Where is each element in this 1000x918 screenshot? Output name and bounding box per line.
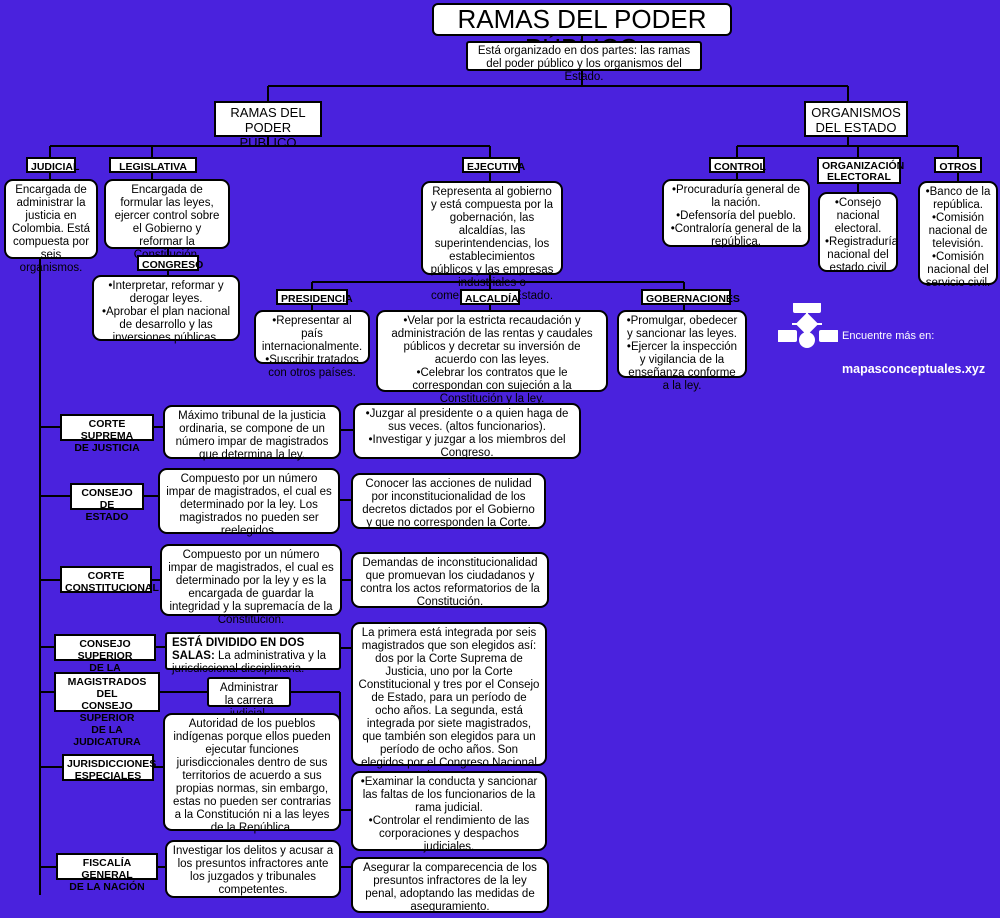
legislativa-desc: Encargada de formular las leyes, ejercer… [104, 179, 230, 261]
judicial-label: JUDICIAL [26, 157, 79, 173]
page-title: RAMAS DEL PODER PÚBLICO [432, 3, 732, 63]
gobernaciones-desc: •Promulgar, obedecer y sancionar las ley… [617, 310, 747, 392]
organismos-node: ORGANISMOS DEL ESTADO [804, 101, 908, 137]
organo-label-consejo-estado: CONSEJO DE ESTADO [70, 483, 144, 523]
electoral-desc: •Consejo nacional electoral. •Registradu… [818, 192, 898, 274]
organo-func-consejo-estado: Conocer las acciones de nulidad por inco… [351, 473, 546, 529]
presidencia-label: PRESIDENCIA [276, 289, 353, 305]
organo-desc-consejo-superior-text: La administrativa y la jurisdiccional di… [172, 650, 327, 675]
organo-desc-corte-constitucional: Compuesto por un número impar de magistr… [160, 544, 342, 626]
organo-label-corte-suprema: CORTE SUPREMA DE JUSTICIA [60, 414, 154, 454]
electoral-label: ORGANIZACIÓN ELECTORAL [817, 157, 904, 184]
intro-box: Está organizado en dos partes: las ramas… [466, 41, 702, 83]
organo-desc-magistrados: Administrar la carrera judicial. [207, 677, 291, 720]
brand-text: Encuentre más en: mapasconceptuales.xyz [842, 312, 985, 395]
organo-func-fiscalia: Asegurar la comparecencia de los presunt… [351, 857, 549, 913]
organo-label-jurisdicciones: JURISDICCIONES ESPECIALES [62, 754, 156, 782]
presidencia-desc: •Representar al país internacionalmente.… [254, 310, 370, 379]
otros-desc: •Banco de la república. •Comisión nacion… [918, 181, 998, 289]
alcaldia-label: ALCALDÍA [460, 289, 520, 305]
otros-label: OTROS [934, 157, 982, 173]
organo-desc-consejo-estado: Compuesto por un número impar de magistr… [158, 468, 340, 537]
ejecutiva-label: EJECUTIVA [462, 157, 525, 173]
organo-label-consejo-superior: CONSEJO SUPERIOR DE LA JUDICATURA [54, 634, 156, 686]
organo-label-fiscalia: FISCALÍA GENERAL DE LA NACIÓN [56, 853, 158, 893]
control-label: CONTROL [709, 157, 766, 173]
brand-line-2: mapasconceptuales.xyz [842, 362, 986, 376]
judicial-desc: Encargada de administrar la justicia en … [4, 179, 98, 274]
organo-label-corte-constitucional: CORTE CONSTITUCIONAL [60, 566, 159, 594]
legislativa-label: LEGISLATIVA [109, 157, 197, 173]
organo-desc-consejo-superior: ESTÁ DIVIDIDO EN DOS SALAS: La administr… [165, 632, 341, 675]
ramas-node: RAMAS DEL PODER PÚBLICO [214, 101, 322, 150]
organo-func-corte-constitucional: Demandas de inconstitucionalidad que pro… [351, 552, 549, 608]
organo-func-corte-suprema: •Juzgar al presidente o a quien haga de … [353, 403, 581, 459]
congreso-label: CONGRESO [137, 255, 203, 271]
mapasconceptuales-logo-icon [778, 303, 838, 348]
organo-func-consejo-superior: La primera está integrada por seis magis… [351, 622, 547, 782]
gobernaciones-label: GOBERNACIONES [641, 289, 740, 305]
congreso-funciones: •Interpretar, reformar y derogar leyes. … [92, 275, 240, 344]
ejecutiva-desc: Representa al gobierno y está compuesta … [421, 181, 563, 302]
organo-desc-fiscalia: Investigar los delitos y acusar a los pr… [165, 840, 341, 898]
organo-func-magistrados: •Examinar la conducta y sancionar las fa… [351, 771, 547, 853]
control-desc: •Procuraduría general de la nación. •Def… [662, 179, 810, 248]
organo-desc-consejo-superior-bold: ESTÁ DIVIDIDO EN DOS SALAS: [172, 637, 305, 662]
organo-label-magistrados: MAGISTRADOS DEL CONSEJO SUPERIOR DE LA J… [54, 672, 160, 748]
alcaldia-desc: •Velar por la estricta recaudación y adm… [376, 310, 608, 405]
organo-desc-jurisdicciones: Autoridad de los pueblos indígenas porqu… [163, 713, 341, 834]
organo-desc-corte-suprema: Máximo tribunal de la justicia ordinaria… [163, 405, 341, 461]
brand-line-1: Encuentre más en: [842, 330, 935, 342]
